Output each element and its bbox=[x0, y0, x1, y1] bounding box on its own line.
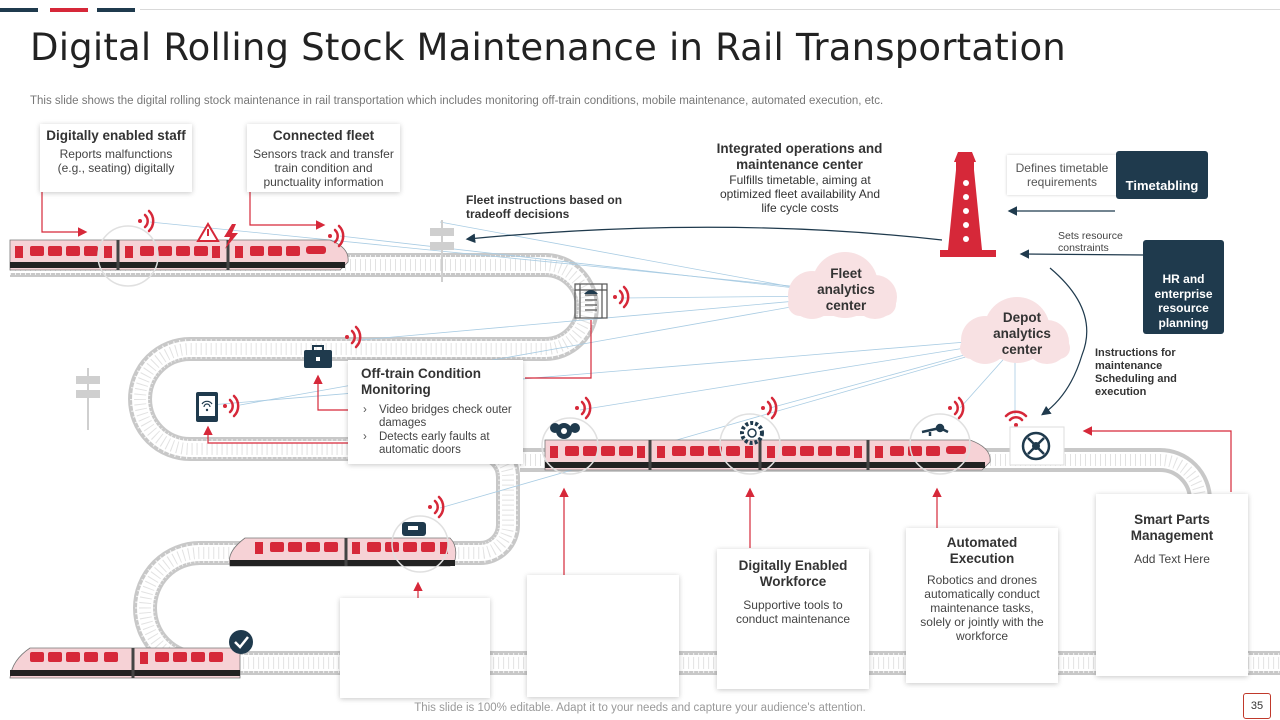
integrated-center-title: Integrated operations and maintenance ce… bbox=[716, 141, 883, 172]
rail-signal-left bbox=[76, 368, 100, 430]
rail-signal-top bbox=[430, 220, 454, 282]
gear-icon bbox=[740, 421, 764, 445]
lightning-icon bbox=[224, 224, 238, 249]
train-top bbox=[9, 239, 349, 271]
card-automated-execution: Automated Execution Robotics and drones … bbox=[906, 528, 1058, 683]
sets-resource-label: Sets resource constraints bbox=[1058, 230, 1123, 254]
card-body: Sensors track and transfer train conditi… bbox=[253, 147, 394, 189]
lighthouse-icon bbox=[940, 152, 996, 257]
card-blank-2 bbox=[527, 575, 679, 697]
hr-planning-box: HR and enterprise resource planning bbox=[1143, 240, 1224, 334]
card-title: Off-train Condition Monitoring bbox=[361, 366, 481, 397]
card-title: Automated Execution bbox=[946, 535, 1018, 566]
tablet-icon bbox=[196, 392, 218, 422]
train-bottom bbox=[9, 647, 241, 679]
integrated-center-body: Fulfills timetable, aiming at optimized … bbox=[719, 173, 881, 215]
hr-planning-label: HR and enterprise resource planning bbox=[1154, 272, 1213, 330]
top-bar-navy-2 bbox=[97, 8, 135, 12]
fleet-analytics-label: Fleet analytics center bbox=[817, 266, 875, 313]
card-title: Digitally enabled staff bbox=[46, 128, 186, 143]
drone-icon bbox=[402, 522, 426, 536]
page-title: Digital Rolling Stock Maintenance in Rai… bbox=[30, 26, 1066, 69]
top-bar-navy-1 bbox=[0, 8, 38, 12]
card-connected-fleet: Connected fleet Sensors track and transf… bbox=[247, 124, 400, 192]
defines-timetable-label: Defines timetable requirements bbox=[1015, 161, 1109, 189]
card-blank-1 bbox=[340, 598, 490, 698]
train-lower bbox=[228, 537, 457, 567]
signal-icons bbox=[138, 209, 1028, 519]
bullet-item: Detects early faults at automatic doors bbox=[363, 431, 523, 457]
toolbox-icon bbox=[304, 345, 332, 368]
fleet-instructions-label: Fleet instructions based on tradeoff dec… bbox=[466, 193, 623, 221]
card-body: Supportive tools to conduct maintenance bbox=[735, 598, 851, 626]
depot-analytics-label: Depot analytics center bbox=[993, 310, 1051, 357]
card-title: Smart Parts Management bbox=[1130, 512, 1214, 543]
footer-note: This slide is 100% editable. Adapt it to… bbox=[414, 702, 866, 714]
robot-arm-icon bbox=[921, 423, 949, 436]
gears-icon bbox=[550, 423, 580, 439]
instructions-maintenance-label: Instructions for maintenance Scheduling … bbox=[1095, 347, 1177, 398]
warning-icon bbox=[196, 222, 220, 242]
inspection-gate-icon bbox=[574, 283, 608, 319]
card-body: Reports malfunctions (e.g., seating) dig… bbox=[57, 147, 175, 175]
check-icon bbox=[229, 630, 253, 654]
page-number: 35 bbox=[1243, 693, 1271, 719]
card-digitally-enabled-staff: Digitally enabled staff Reports malfunct… bbox=[40, 124, 192, 192]
page-subtitle: This slide shows the digital rolling sto… bbox=[30, 95, 884, 107]
timetabling-label: Timetabling bbox=[1125, 178, 1199, 193]
card-digitally-enabled-workforce: Digitally Enabled Workforce Supportive t… bbox=[717, 549, 869, 689]
train-middle bbox=[544, 439, 991, 471]
card-smart-parts: Smart Parts Management Add Text Here bbox=[1096, 494, 1248, 676]
card-body: Robotics and drones automatically conduc… bbox=[920, 573, 1044, 643]
smart-parts-icon bbox=[1009, 426, 1065, 466]
card-title: Connected fleet bbox=[272, 128, 375, 143]
timetabling-box: Timetabling bbox=[1116, 151, 1208, 199]
card-body: Add Text Here bbox=[1134, 552, 1210, 566]
top-divider bbox=[140, 9, 1280, 10]
defines-timetable-box: Defines timetable requirements bbox=[1007, 155, 1117, 195]
card-title: Digitally Enabled Workforce bbox=[738, 558, 848, 589]
depot-cloud bbox=[960, 297, 1070, 364]
bullet-item: Video bridges check outer damages bbox=[363, 404, 523, 430]
top-bar-red bbox=[50, 8, 88, 12]
fleet-cloud bbox=[788, 252, 897, 319]
card-bullets: Video bridges check outer damages Detect… bbox=[361, 404, 523, 457]
card-offtrain-monitoring: Off-train Condition Monitoring Video bri… bbox=[348, 360, 523, 464]
